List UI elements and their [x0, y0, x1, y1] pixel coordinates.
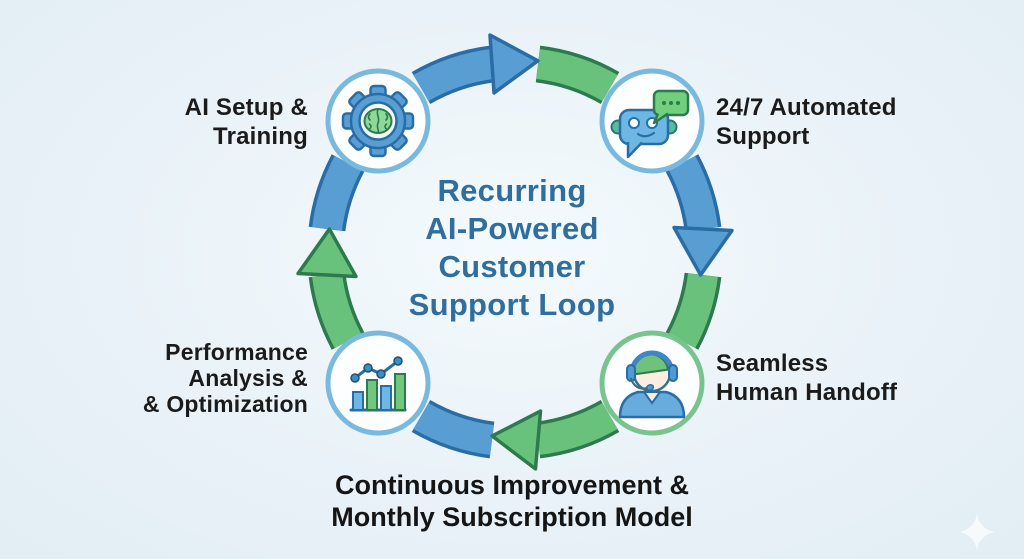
label-performance-analysis: Performance Analysis & & Optimization	[143, 339, 308, 417]
arc-bottom-right	[535, 402, 618, 455]
chatbot-icon	[610, 89, 690, 159]
arrowhead-left-icon	[296, 227, 358, 279]
cycle-arrowheads	[296, 33, 734, 471]
arrowhead-bottom-icon	[490, 409, 543, 471]
arc-bottom-left	[413, 402, 495, 455]
title-line: Support Loop	[408, 287, 616, 322]
bottom-caption: Continuous Improvement & Monthly Subscri…	[0, 469, 1024, 533]
caption-line: Monthly Subscription Model	[331, 502, 693, 532]
title-line: Customer	[438, 249, 586, 284]
arc-top-right	[535, 49, 618, 102]
node-performance-analysis	[325, 330, 431, 436]
title-line: Recurring	[437, 173, 587, 208]
label-line: AI Setup &	[184, 94, 308, 121]
arc-left-lower	[312, 272, 362, 349]
node-ai-setup-training	[325, 68, 431, 174]
sparkle-icon	[958, 513, 996, 551]
label-line: 24/7 Automated	[716, 94, 897, 121]
title-line: AI-Powered	[425, 211, 599, 246]
label-line: & Optimization	[142, 391, 308, 417]
label-ai-setup-training: AI Setup & Training	[185, 93, 308, 151]
arc-left-upper	[312, 155, 362, 232]
caption-line: Continuous Improvement &	[334, 470, 689, 500]
label-line: Support	[716, 123, 810, 150]
bar-chart-trend-icon	[349, 356, 407, 412]
node-automated-support	[599, 68, 705, 174]
label-automated-support: 24/7 Automated Support	[716, 93, 897, 151]
cycle-arcs	[308, 45, 722, 459]
arrowhead-right-icon	[672, 225, 734, 277]
support-agent-headset-icon	[618, 350, 686, 419]
arc-top-left	[413, 49, 495, 102]
label-line: Human Handoff	[716, 379, 898, 406]
label-line: Seamless	[716, 350, 829, 377]
node-human-handoff	[599, 330, 705, 436]
label-line: Training	[213, 123, 308, 150]
label-line: Analysis &	[188, 365, 308, 391]
arc-right-upper	[668, 155, 718, 232]
gear-brain-icon	[341, 84, 415, 158]
diagram-title: Recurring AI-Powered Customer Support Lo…	[0, 172, 1024, 324]
arc-right-lower	[668, 272, 718, 349]
arrowhead-top-icon	[488, 33, 540, 95]
label-human-handoff: Seamless Human Handoff	[716, 349, 897, 407]
label-line: Performance	[165, 339, 308, 365]
